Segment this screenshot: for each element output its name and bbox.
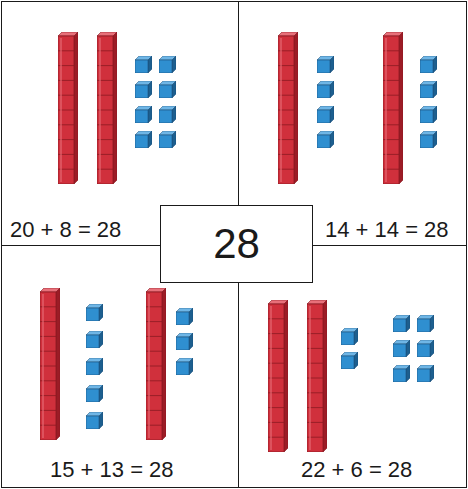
ones-cube: [420, 106, 437, 123]
ones-cube: [176, 308, 193, 325]
ones-cube: [86, 412, 103, 429]
ones-cube: [176, 333, 193, 350]
ones-cube: [341, 352, 358, 369]
ones-cube: [317, 131, 334, 148]
ones-cube: [420, 131, 437, 148]
ones-cube: [420, 56, 437, 73]
ones-cube: [86, 331, 103, 348]
total-number: 28: [213, 220, 260, 268]
tens-rod: [278, 32, 298, 184]
ones-cube: [135, 56, 152, 73]
ones-cube: [417, 340, 434, 357]
tens-rod: [58, 32, 78, 184]
ones-cube: [417, 365, 434, 382]
ones-cube: [417, 315, 434, 332]
ones-cube: [317, 106, 334, 123]
ones-cube: [86, 358, 103, 375]
tens-rod: [97, 32, 117, 184]
ones-cube: [420, 81, 437, 98]
ones-cube: [393, 365, 410, 382]
tens-rod: [40, 288, 60, 440]
ones-cube: [135, 131, 152, 148]
ones-cube: [317, 56, 334, 73]
tens-rod: [146, 288, 166, 440]
ones-cube: [341, 328, 358, 345]
addition-equation: 22 + 6 = 28: [301, 457, 412, 483]
ones-cube: [86, 385, 103, 402]
ones-cube: [159, 56, 176, 73]
ones-cube: [393, 315, 410, 332]
ones-cube: [135, 106, 152, 123]
tens-rod: [307, 300, 327, 452]
ones-cube: [159, 131, 176, 148]
addition-equation: 20 + 8 = 28: [10, 217, 121, 243]
addition-equation: 14 + 14 = 28: [325, 217, 449, 243]
ones-cube: [86, 304, 103, 321]
ones-cube: [393, 340, 410, 357]
tens-rod: [268, 300, 288, 452]
ones-cube: [317, 81, 334, 98]
ones-cube: [176, 358, 193, 375]
addition-equation: 15 + 13 = 28: [50, 457, 174, 483]
ones-cube: [159, 81, 176, 98]
ones-cube: [135, 81, 152, 98]
total-box: 28: [160, 205, 313, 283]
ones-cube: [159, 106, 176, 123]
tens-rod: [383, 32, 403, 184]
